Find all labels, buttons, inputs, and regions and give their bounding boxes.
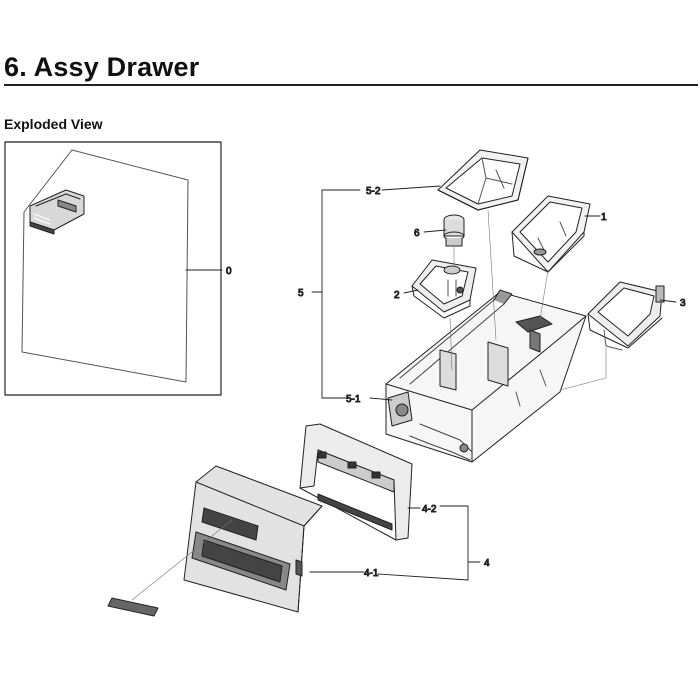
callout-4: 4	[484, 558, 490, 569]
part-4-2-frame	[299, 423, 413, 541]
assembly-overview	[4, 141, 223, 396]
view-heading: Exploded View	[4, 116, 103, 132]
part-1-tray	[511, 195, 591, 273]
callout-4-2: 4-2	[422, 504, 437, 515]
callout-5: 5	[298, 288, 304, 299]
part-5-2-tray	[437, 149, 529, 211]
callout-2: 2	[394, 290, 400, 301]
callout-0: 0	[226, 266, 232, 277]
title-rule	[4, 84, 698, 86]
callout-5-2: 5-2	[366, 186, 381, 197]
part-4-1-panel	[183, 465, 323, 613]
drawer-thumbnail	[29, 189, 85, 235]
part-2-cup	[411, 259, 477, 319]
callout-6: 6	[414, 228, 420, 239]
section-title: 6. Assy Drawer	[4, 52, 200, 82]
callout-5-1: 5-1	[346, 394, 361, 405]
gasket-strip	[107, 597, 159, 617]
assembly-frame	[4, 141, 222, 396]
part-6-cap	[443, 214, 465, 247]
callout-3: 3	[680, 298, 686, 309]
callout-1: 1	[601, 212, 607, 223]
leader-lines	[131, 185, 677, 601]
part-3-box	[587, 281, 665, 351]
part-5-housing	[385, 289, 587, 463]
callout-4-1: 4-1	[364, 568, 379, 579]
washer-panel-outline	[21, 149, 189, 383]
